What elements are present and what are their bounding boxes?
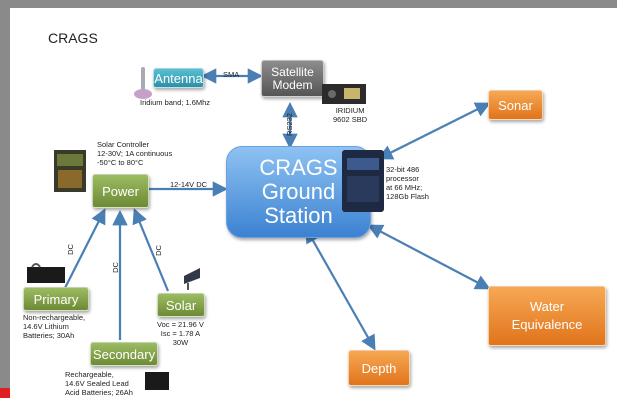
sonar-label: Sonar — [498, 97, 533, 113]
satellite-modem-label: Satellite Modem — [271, 64, 314, 92]
depth-label: Depth — [361, 360, 397, 376]
power-box: Power — [92, 174, 149, 208]
water-equivalence-box: Water Equivalence — [488, 286, 606, 346]
solar-panel-photo-icon — [184, 268, 200, 290]
arrow-primary-power — [64, 208, 106, 289]
ground-station-box: CRAGS Ground Station — [226, 146, 371, 238]
primary-box: Primary — [23, 287, 89, 311]
secondary-label: Secondary — [92, 346, 156, 362]
solar-controller-note: Solar Controller 12-30V; 1A continuous -… — [97, 140, 173, 167]
rs232-label: RS232 — [284, 113, 294, 136]
antenna-photo-icon — [134, 67, 152, 99]
sonar-box: Sonar — [488, 90, 543, 120]
primary-note: Non-rechargeable, 14.6V Lithium Batterie… — [23, 313, 86, 340]
depth-box: Depth — [348, 350, 410, 386]
dc-solar-label: DC — [153, 245, 163, 256]
modem-note: IRIDIUM 9602 SBD — [333, 106, 368, 124]
secondary-note: Rechargeable, 14.6V Sealed Lead Acid Bat… — [65, 370, 133, 397]
processor-photo-icon — [342, 150, 384, 212]
primary-label: Primary — [33, 291, 79, 307]
sma-label: SMA — [223, 70, 240, 79]
modem-photo-icon — [322, 84, 366, 104]
slide: CRAGS Antenna Iridium band; 1.6Mhz SMA S… — [10, 8, 617, 398]
processor-note: 32-bit 486 processor at 66 MHz; 128Gb Fl… — [386, 165, 429, 201]
ground-station-label: CRAGS Ground Station — [259, 155, 338, 228]
arrow-station-depth — [305, 227, 376, 351]
secondary-battery-photo-icon — [145, 372, 169, 390]
antenna-label: Antenna — [154, 70, 203, 86]
solar-label: Solar — [165, 297, 197, 313]
arrow-station-sonar — [377, 102, 491, 160]
connector-arrows — [64, 68, 491, 351]
water-equivalence-label: Water Equivalence — [511, 299, 583, 332]
satellite-modem-box: Satellite Modem — [261, 60, 324, 97]
dc-secondary-label: DC — [110, 262, 120, 273]
arrow-solar-power — [132, 208, 170, 292]
antenna-box: Antenna — [153, 68, 204, 88]
solar-box: Solar — [157, 293, 205, 317]
power-label: Power — [102, 183, 139, 199]
solar-note: Voc = 21.96 V Isc = 1.78 A 30W — [157, 320, 204, 347]
primary-battery-photo-icon — [27, 263, 65, 283]
solar-controller-photo-icon — [54, 150, 86, 192]
page-title: CRAGS — [48, 30, 98, 46]
dc-power-label: 12-14V DC — [170, 180, 208, 189]
slide-corner-mark — [0, 388, 10, 398]
secondary-box: Secondary — [90, 342, 158, 366]
antenna-note: Iridium band; 1.6Mhz — [140, 98, 211, 107]
arrow-station-water — [367, 224, 491, 290]
dc-primary-label: DC — [65, 244, 75, 255]
